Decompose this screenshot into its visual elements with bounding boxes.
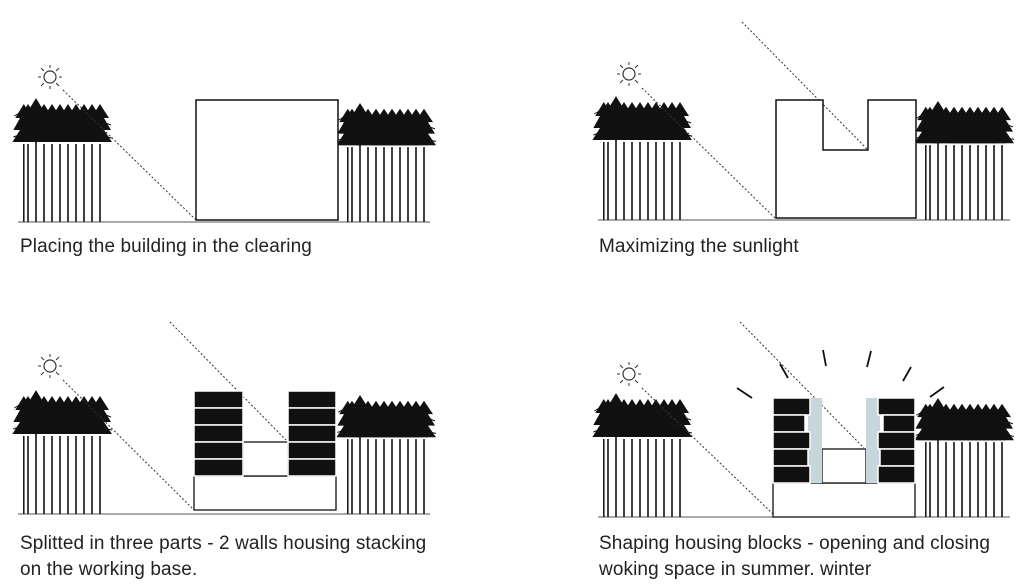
sun-ray (169, 321, 287, 441)
caption-panel-2-text: Maximizing the sunlight (599, 236, 799, 257)
sun-ray (62, 379, 195, 511)
sun-icon (616, 61, 642, 87)
u-shaped-building (775, 99, 917, 219)
sun-ray (641, 87, 776, 219)
caption-panel-3-line-2: on the working base. (20, 559, 198, 580)
tree-cluster-icon (336, 395, 436, 514)
sun-ray (62, 89, 197, 221)
right-housing-blocks (877, 397, 916, 484)
working-space (242, 441, 289, 477)
panel-1-diagram (12, 64, 436, 223)
sun-icon (616, 361, 642, 387)
caption-panel-4-line-1: Shaping housing blocks - opening and clo… (599, 533, 991, 554)
caption-panel-4-line-2: woking space in summer. winter (599, 559, 872, 580)
caption-panel-4: Shaping housing blocks - opening and clo… (599, 531, 990, 583)
tree-cluster-icon (592, 96, 692, 220)
caption-panel-3: Splitted in three parts - 2 walls housin… (20, 531, 426, 583)
glass-panel-left (808, 398, 822, 483)
tree-cluster-icon (12, 98, 112, 222)
tree-cluster-icon (914, 398, 1014, 517)
building-block (195, 99, 339, 221)
right-housing-wall (287, 390, 337, 477)
tree-cluster-icon (12, 390, 112, 514)
working-base (772, 482, 916, 518)
working-base (193, 475, 337, 511)
tree-cluster-icon (592, 393, 692, 517)
glass-panel-right (866, 398, 880, 483)
caption-panel-1-text: Placing the building in the clearing (20, 236, 312, 257)
caption-panel-2: Maximizing the sunlight (599, 234, 799, 260)
caption-panel-3-line-1: Splitted in three parts - 2 walls housin… (20, 533, 427, 554)
panel-3-diagram (12, 321, 436, 515)
panel-4-diagram (592, 321, 1014, 518)
tree-cluster-icon (336, 103, 436, 222)
working-space (821, 448, 867, 484)
sun-ray (741, 21, 869, 151)
left-housing-wall (193, 390, 244, 477)
caption-panel-1: Placing the building in the clearing (20, 234, 312, 260)
sun-icon (37, 353, 63, 379)
sun-ray (739, 321, 865, 449)
left-housing-blocks (772, 397, 811, 484)
sun-icon (37, 64, 63, 90)
panel-2-diagram (592, 21, 1014, 221)
tree-cluster-icon (914, 101, 1014, 220)
radiance-strokes (736, 349, 945, 399)
